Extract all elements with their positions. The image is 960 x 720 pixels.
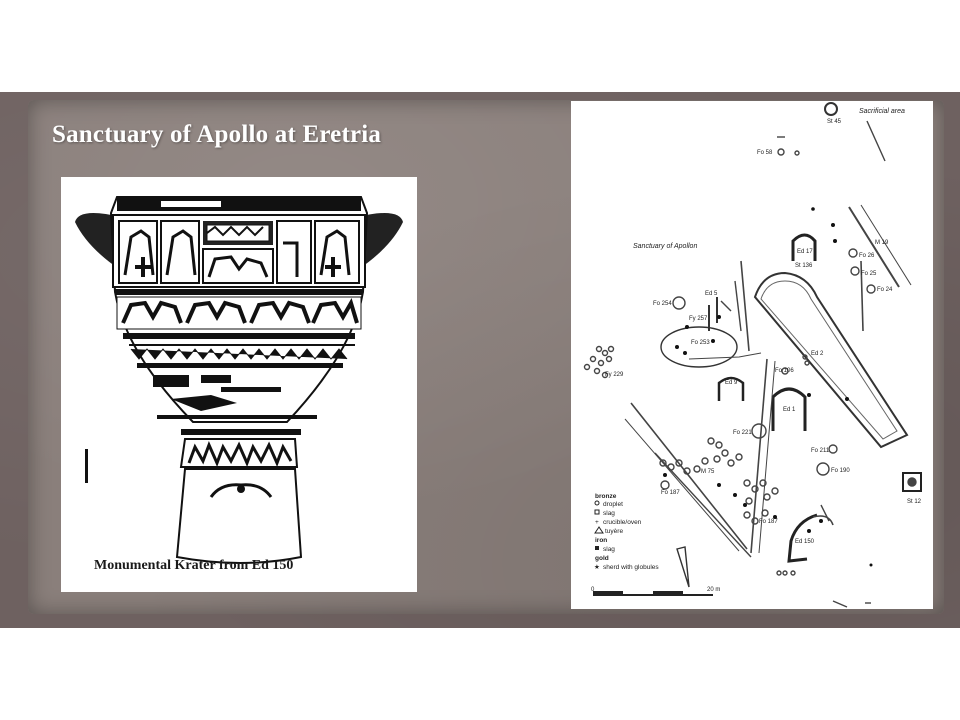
krater-rim xyxy=(117,197,361,211)
plan-label-fo254: Fo 254 xyxy=(653,301,672,307)
plan-label-fo26: Fo 26 xyxy=(859,253,875,259)
plan-label-ed2: Ed 2 xyxy=(811,351,824,357)
scale-end-label: 20 m xyxy=(707,587,720,593)
plan-label-fo187-left: Fo 187 xyxy=(661,490,680,496)
plan-label-m75: M 75 xyxy=(701,469,715,475)
plan-label-fo211: Fo 211 xyxy=(811,448,830,454)
legend-iron-slag: slag xyxy=(603,546,615,553)
plan-label-m19: M 19 xyxy=(875,240,889,246)
plan-label-fo253: Fo 253 xyxy=(691,340,710,346)
plan-label-area: Sanctuary of Apollon xyxy=(633,243,697,250)
krater-image xyxy=(61,177,417,592)
plan-label-fy257: Fy 257 xyxy=(689,316,708,322)
legend-sherd: sherd with globules xyxy=(603,564,659,571)
plan-label-ed5: Ed 5 xyxy=(705,291,718,297)
plan-label-ed1: Ed 1 xyxy=(783,407,796,413)
plan-label-st136: St 136 xyxy=(795,263,813,269)
legend-bronze: bronze xyxy=(595,493,617,500)
krater-left-handle xyxy=(75,213,121,269)
plan-label-fo190: Fo 190 xyxy=(831,468,850,474)
plan-label-ed17: Ed 17 xyxy=(797,249,813,255)
legend-crucible: crucible/oven xyxy=(603,519,642,526)
plan-label-fo24: Fo 24 xyxy=(877,287,893,293)
legend-iron: iron xyxy=(595,537,607,544)
plan-label-ed9: Ed 9 xyxy=(725,380,738,386)
krater-caption: Monumental Krater from Ed 150 xyxy=(94,558,294,573)
site-plan-image: Sacrificial area Sanctuary of Apollon St… xyxy=(571,101,933,609)
legend-sherd-symbol: ★ xyxy=(594,564,600,571)
legend-slag: slag xyxy=(603,510,615,517)
scale-start-label: 0 xyxy=(591,587,595,593)
krater-right-handle xyxy=(357,213,403,269)
slide-title: Sanctuary of Apollo at Eretria xyxy=(52,121,382,148)
plan-label-fo58: Fo 58 xyxy=(757,150,773,156)
legend-gold: gold xyxy=(595,555,609,562)
plan-legend: bronze droplet slag + crucible/oven tuyè… xyxy=(594,493,659,571)
plan-label-fo187-right: Fo 187 xyxy=(759,519,778,525)
krater-scale-bar xyxy=(85,449,88,483)
plan-label-st45: St 45 xyxy=(827,119,842,125)
plan-label-sacrificial: Sacrificial area xyxy=(859,108,905,115)
krater-upper-frieze xyxy=(112,214,366,288)
legend-crucible-symbol: + xyxy=(595,519,599,526)
plan-label-st12: St 12 xyxy=(907,499,922,505)
krater-drawing xyxy=(75,196,403,564)
plan-label-fo221: Fo 221 xyxy=(733,430,752,436)
plan-label-ed150: Ed 150 xyxy=(795,539,815,545)
plan-label-fy229: Fy 229 xyxy=(605,372,624,378)
krater-foot xyxy=(175,468,303,564)
legend-tuyere: tuyère xyxy=(605,528,623,535)
site-plan-drawing: Sacrificial area Sanctuary of Apollon St… xyxy=(583,102,922,608)
plan-label-fo25: Fo 25 xyxy=(861,271,877,277)
plan-label-fo106: Fo 106 xyxy=(775,368,794,374)
legend-droplet: droplet xyxy=(603,501,623,508)
